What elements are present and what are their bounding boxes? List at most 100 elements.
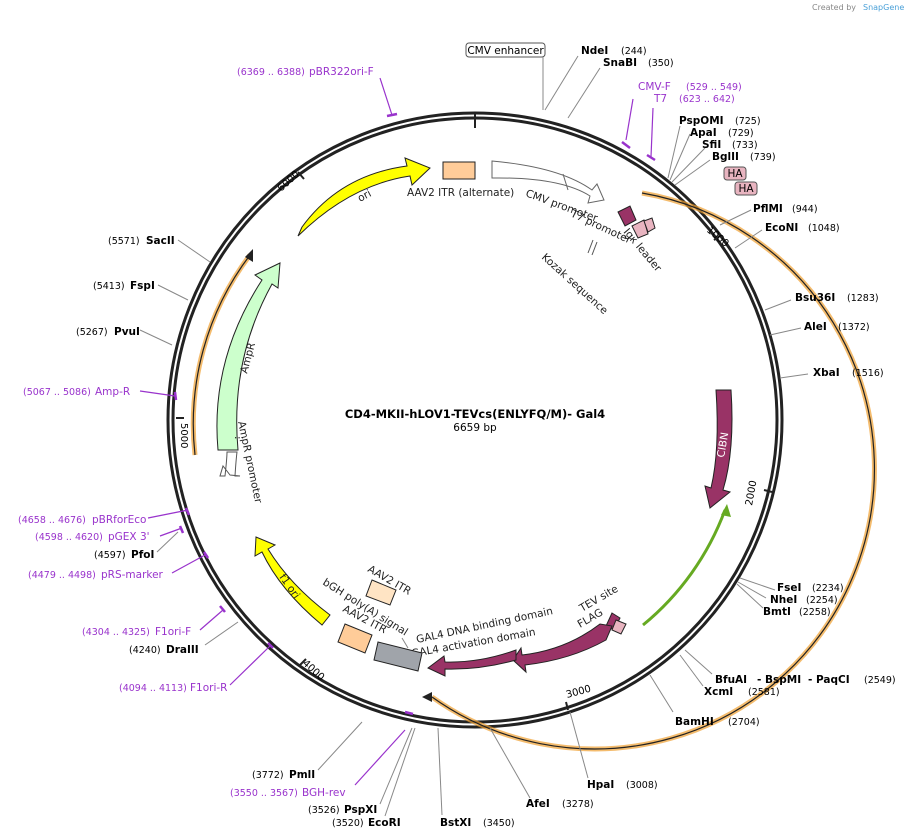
enzyme-pos-fsei: (2234) [812,583,844,594]
primer-pos-prs-marker: (4479 .. 4498) [28,570,96,581]
enzyme-pos-afei: (3278) [562,799,594,810]
enzyme-name-bspmi: - BspMI [757,674,801,686]
enzyme-pos-bsu36i: (1283) [847,293,879,304]
enzyme-name-pspxi: PspXI [344,804,377,816]
aav2-itr-feature-1 [337,623,373,654]
primer-leaders [139,77,654,786]
f1-ori-label: f1 ori [277,572,303,601]
f1-ori-feature [254,536,331,626]
aav2-itr-alt-feature [442,161,476,180]
enzyme-pos-sfii: (733) [732,140,758,151]
enzyme-name-sacii: SacII [146,235,175,247]
primer-name-pbr322ori-f: pBR322ori-F [309,66,374,78]
ampr-promoter-feature [219,451,241,477]
primer-labels: (6369 .. 6388) pBR322ori-F CMV-F (529 ..… [18,66,742,799]
primer-pos-f1ori-r: (4094 .. 4113) [119,683,187,694]
enzyme-name-pmli: PmlI [289,769,315,781]
primer-name-f1ori-f: F1ori-F [155,626,191,638]
kozak-label: Kozak sequence [539,251,610,317]
ha-label-1: HA [727,168,743,180]
primer-pos-cmv-f: (529 .. 549) [686,82,742,93]
primer-pos-pbrforeco: (4658 .. 4676) [18,515,86,526]
enzyme-pos-pvui: (5267) [76,327,108,338]
primer-name-pgex3: pGEX 3' [108,531,150,543]
enzyme-pos-hpai: (3008) [626,780,658,791]
enzyme-pos-snabi: (350) [648,58,674,69]
ha-small-feature-2 [643,217,656,233]
enzyme-pos-econi: (1048) [808,223,840,234]
cmv-enhancer-label: CMV enhancer [467,45,544,57]
primer-name-f1ori-r: F1ori-R [190,682,227,694]
enzyme-name-afei: AfeI [526,798,550,810]
enzyme-name-paqci: - PaqCI [808,674,850,686]
enzyme-name-alei: AleI [804,321,827,333]
gal4-ad-feature [427,649,517,677]
enzyme-name-pvui: PvuI [114,326,140,338]
enzyme-name-ecori: EcoRI [368,817,401,829]
enzyme-pos-pmli: (3772) [252,770,284,781]
kozak-leader [587,239,594,254]
credit-brand: SnapGene [863,3,904,12]
primer-pos-pgex3: (4598 .. 4620) [35,532,103,543]
enzyme-pos-sacii: (5571) [108,236,140,247]
plasmid-size: 6659 bp [453,422,497,434]
primer-pos-amp-r: (5067 .. 5086) [23,387,91,398]
flag-feature [611,619,627,635]
cibn-feature [704,389,733,509]
enzyme-pos-pspomi: (725) [735,116,761,127]
credit-prefix: Created by [812,3,856,12]
enzyme-pos-bstxi: (3450) [483,818,515,829]
enzyme-pos-ecori: (3520) [332,818,364,829]
tick-label-5000: 5000 [178,423,189,448]
gal4-ad-leader [401,637,409,649]
enzyme-name-fsei: FseI [777,582,801,594]
enzyme-name-ndei: NdeI [581,45,608,57]
ori-feature [297,157,431,237]
enzyme-name-xcmi: XcmI [704,686,733,698]
cmv-feature [491,160,605,204]
ori-label: ori [356,188,374,205]
enzyme-name-bfuai: BfuAI [715,674,747,686]
orf-amp-arc-line [192,254,251,456]
enzyme-pos-pspxi: (3526) [308,805,340,816]
kozak-leader-2 [591,241,598,256]
ha-box-2 [734,181,758,196]
bgh-feature [373,641,423,672]
tick-label-3000: 3000 [565,684,592,701]
enzyme-pos-alei: (1372) [838,322,870,333]
cmv-enhancer-box [465,42,546,58]
enzyme-name-nhei: NheI [770,594,797,606]
primer-name-cmv-f: CMV-F [638,81,671,93]
enzyme-name-apai: ApaI [690,127,717,139]
green-orf-arrow [721,504,731,517]
enzyme-pos-bglii: (739) [750,152,776,163]
ha-small-feature-1 [631,219,649,239]
enzyme-name-fspi: FspI [130,280,155,292]
enzyme-name-bglii: BglII [712,151,739,163]
primer-name-prs-marker: pRS-marker [101,569,164,581]
enzyme-name-pspomi: PspOMI [679,115,724,127]
tick-marks [176,113,773,711]
enzyme-name-pflmi: PflMI [753,203,783,215]
enzyme-labels: NdeI (244) SnaBI (350) PspOMI (725) ApaI… [76,45,896,829]
enzyme-name-hpai: HpaI [587,779,614,791]
enzyme-pos-bmti: (2258) [799,607,831,618]
enzyme-pos-xcmi: (2581) [748,687,780,698]
orf-amp-arrow [245,249,253,262]
primer-marks [173,112,656,716]
enzyme-pos-draiii: (4240) [129,645,161,656]
primer-pos-bgh-rev: (3550 .. 3567) [230,788,298,799]
aav2-itr-alt-label: AAV2 ITR (alternate) [407,187,514,199]
enzyme-pos-fspi: (5413) [93,281,125,292]
enzyme-pos-pfoi: (4597) [94,550,126,561]
enzyme-leaders [139,55,809,817]
enzyme-pos-bamhi: (2704) [728,717,760,728]
primer-pos-f1ori-f: (4304 .. 4325) [82,627,150,638]
igk-feature [617,205,637,227]
plasmid-name: CD4-MKII-hLOV1-TEVcs(ENLYFQ/M)- Gal4 [345,407,605,421]
primer-pos-t7: (623 .. 642) [679,94,735,105]
enzyme-name-snabi: SnaBI [603,57,637,69]
aav2-itr-feature-2 [365,579,397,606]
enzyme-name-econi: EcoNI [765,222,798,234]
